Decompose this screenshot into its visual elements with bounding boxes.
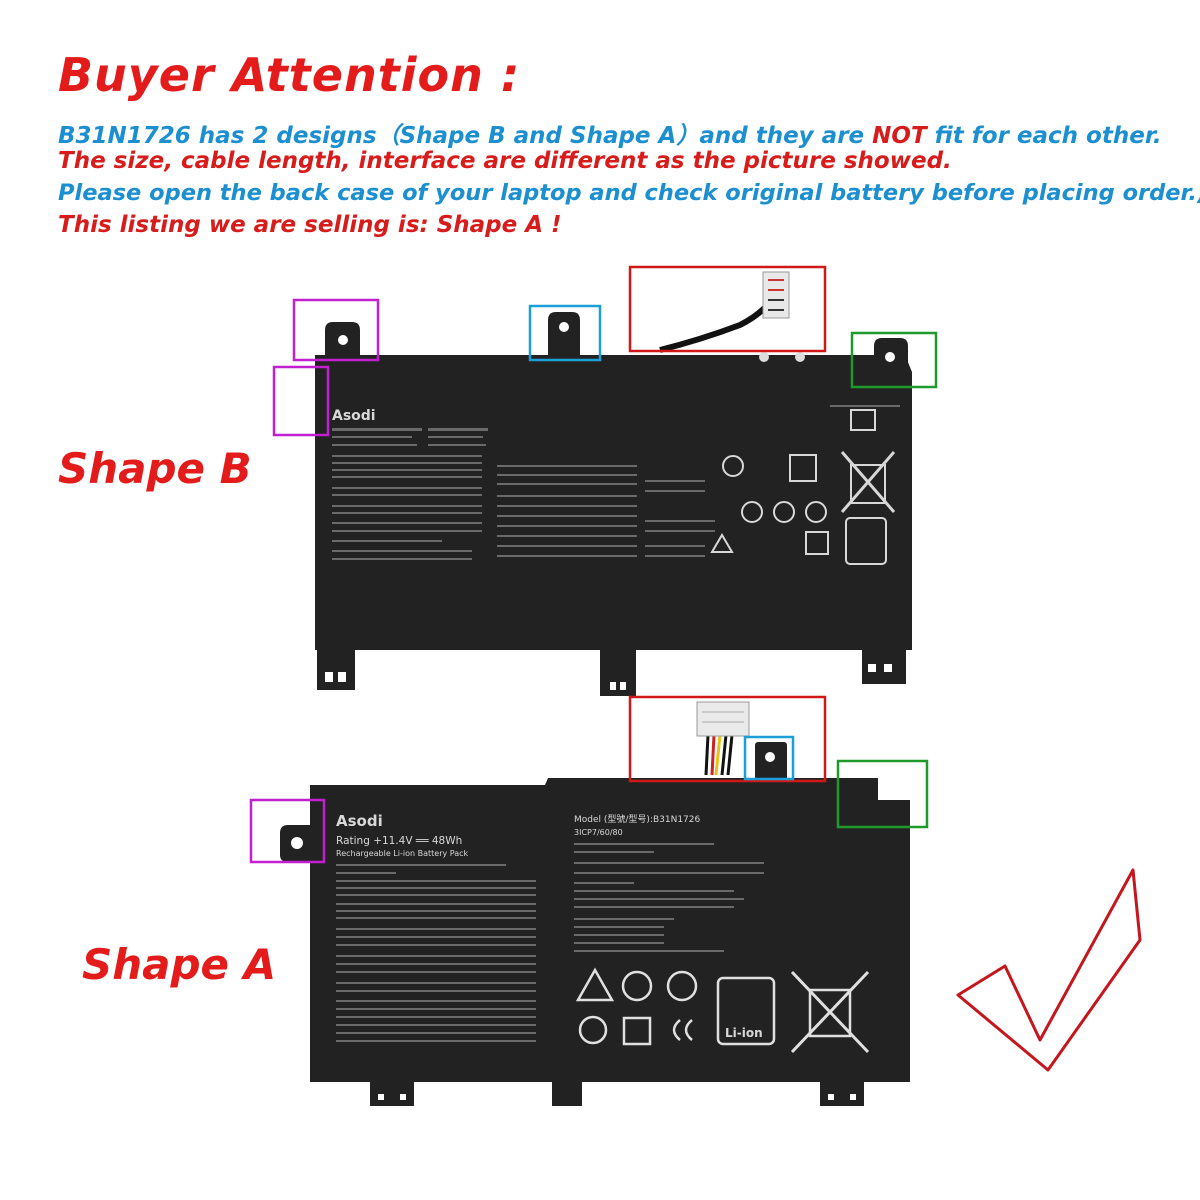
battery-b-connector	[762, 271, 790, 319]
recycle-li-ion-text: Li-ion	[725, 1026, 763, 1040]
highlight-box-red-b	[628, 265, 827, 353]
notice-line-differences: The size, cable length, interface are di…	[58, 148, 952, 174]
polarity-minus: −	[736, 785, 748, 801]
shape-b-label: Shape B	[58, 444, 252, 493]
notice-line-designs-part1: B31N1726 has 2 designs（Shape B and Shape…	[58, 123, 873, 149]
polarity-plus: +	[700, 785, 712, 801]
battery-b-brand: Asodi	[332, 408, 376, 424]
battery-shape-b: Asodi	[315, 271, 912, 696]
battery-a-body	[310, 778, 910, 1082]
highlight-box-red-a	[628, 695, 827, 783]
highlight-box-cyan-b	[528, 304, 602, 362]
warning-triangle-icon	[710, 533, 734, 553]
battery-a-connector	[696, 701, 750, 737]
highlight-box-green-a	[836, 759, 929, 829]
battery-b-cable	[659, 298, 775, 353]
highlight-box-green-b	[850, 331, 938, 389]
recycle-icon	[716, 976, 776, 1046]
battery-b-body	[315, 355, 912, 650]
highlight-box-magenta-top	[292, 298, 380, 362]
ce-mark-icon	[741, 501, 763, 523]
battery-a-brand: Asodi	[336, 812, 383, 830]
battery-a-type: Rechargeable Li-ion Battery Pack	[336, 849, 469, 858]
mount-hole-icon	[885, 352, 895, 362]
highlight-box-magenta-side	[272, 365, 330, 437]
quality-mark-icon	[789, 454, 817, 482]
highlight-box-cyan-a	[743, 735, 795, 781]
notice-not-emphasis: NOT	[872, 123, 927, 149]
number-mark-icon	[578, 1015, 608, 1045]
mount-hole-icon	[765, 752, 775, 762]
mount-hole-icon	[559, 322, 569, 332]
battery-a-cable	[696, 701, 750, 776]
battery-shape-a: + − Asodi Rating +11.4V ══ 48Wh Recharge…	[280, 701, 910, 1106]
certification-icon	[722, 455, 744, 477]
notice-line-check-battery: Please open the back case of your laptop…	[58, 180, 1200, 206]
notice-line-listing-shape: This listing we are selling is: Shape A …	[58, 212, 562, 238]
checkmark-icon	[956, 868, 1142, 1072]
notice-line-designs: B31N1726 has 2 designs（Shape B and Shape…	[58, 116, 1162, 150]
shape-a-label: Shape A	[82, 940, 277, 989]
ce-mark-icon	[672, 1019, 693, 1041]
mount-hole-icon	[291, 837, 303, 849]
ccc-mark-icon	[622, 1016, 652, 1046]
battery-a-model: Model (型號/型号):B31N1726	[574, 813, 701, 825]
circle-mark-icon	[621, 970, 653, 1002]
highlight-box-magenta-a	[249, 798, 326, 864]
battery-a-rating: Rating +11.4V ══ 48Wh	[336, 835, 462, 847]
recycle-icon	[845, 517, 887, 565]
buyer-attention-title: Buyer Attention :	[58, 48, 521, 102]
certification-icon	[666, 970, 698, 1002]
battery-a-cell: 3ICP7/60/80	[574, 828, 623, 837]
notice-line-designs-part2: fit for each other.	[926, 123, 1162, 149]
mount-hole-icon	[338, 335, 348, 345]
warning-triangle-icon	[575, 967, 615, 1002]
